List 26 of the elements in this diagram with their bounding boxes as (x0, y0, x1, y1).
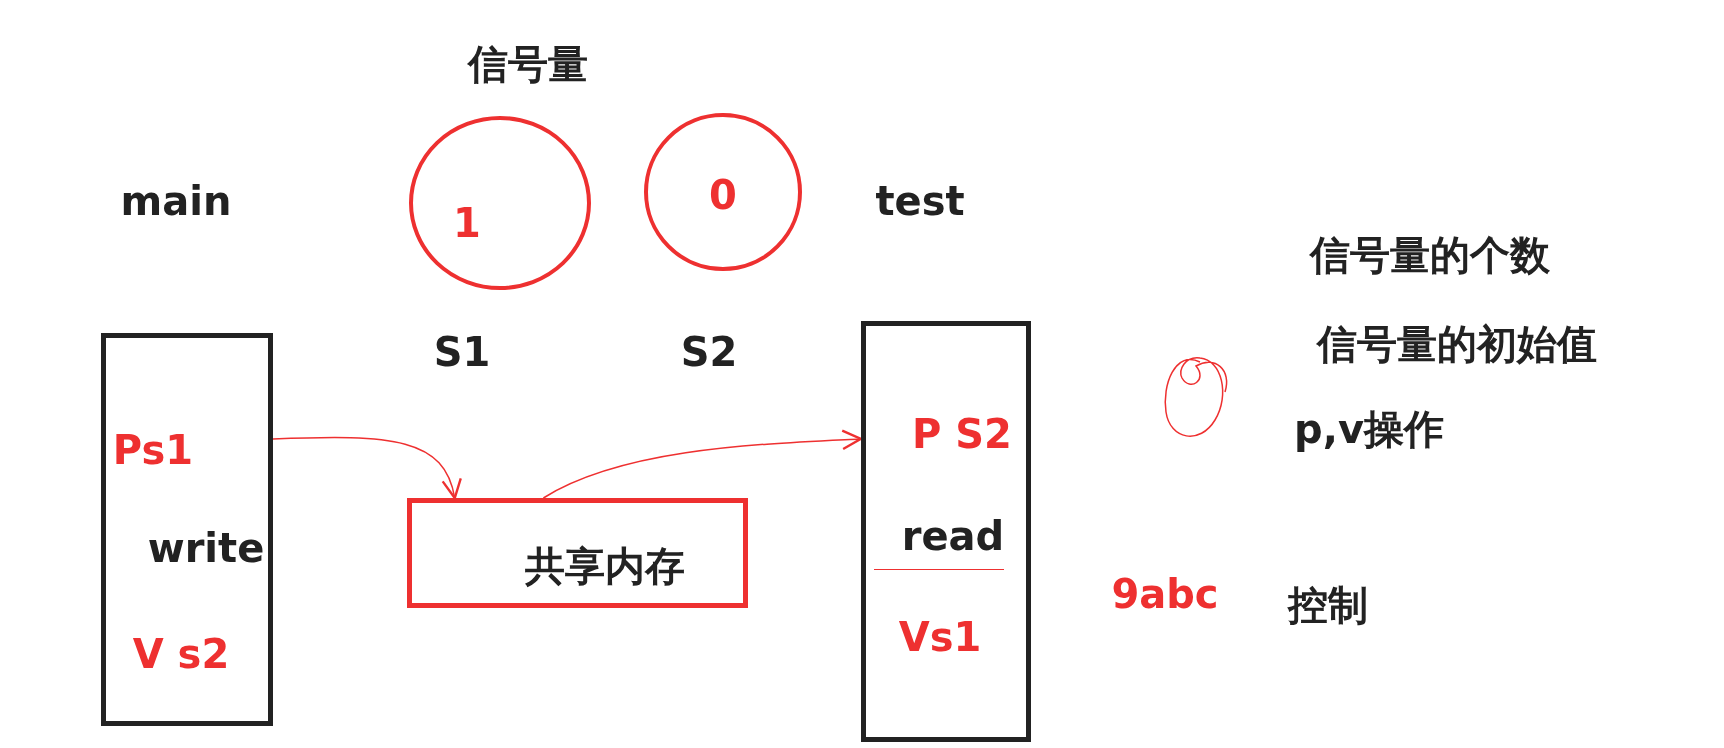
semaphore-name: S2 (680, 330, 738, 374)
operation-label: Vs1 (898, 615, 982, 659)
operation-label: write (147, 526, 265, 570)
arrow (542, 429, 863, 499)
note-text: 信号量的个数 (1310, 233, 1550, 277)
operation-label: read (901, 514, 1005, 558)
memory-box (407, 498, 748, 608)
title: 信号量 (468, 42, 588, 86)
value-label: 1 (453, 201, 481, 245)
process-box (861, 321, 1031, 742)
operation-label: V s2 (132, 632, 230, 676)
value-label: 0 (709, 173, 737, 217)
process-box (101, 333, 273, 726)
operation-label: P S2 (912, 412, 1012, 456)
operation-label: Ps1 (112, 428, 194, 472)
process-name: test (875, 179, 965, 223)
semaphore-circle (643, 112, 803, 272)
note-text: 9abc (1111, 572, 1219, 616)
operation-label: 共享内存 (525, 544, 685, 588)
note-text: 控制 (1288, 583, 1368, 627)
arrow (272, 436, 461, 500)
semaphore-circle (408, 115, 592, 291)
note-text: 信号量的初始值 (1317, 322, 1597, 366)
note-text: p,v操作 (1294, 407, 1444, 451)
semaphore-name: S1 (433, 330, 491, 374)
process-name: main (120, 179, 232, 223)
